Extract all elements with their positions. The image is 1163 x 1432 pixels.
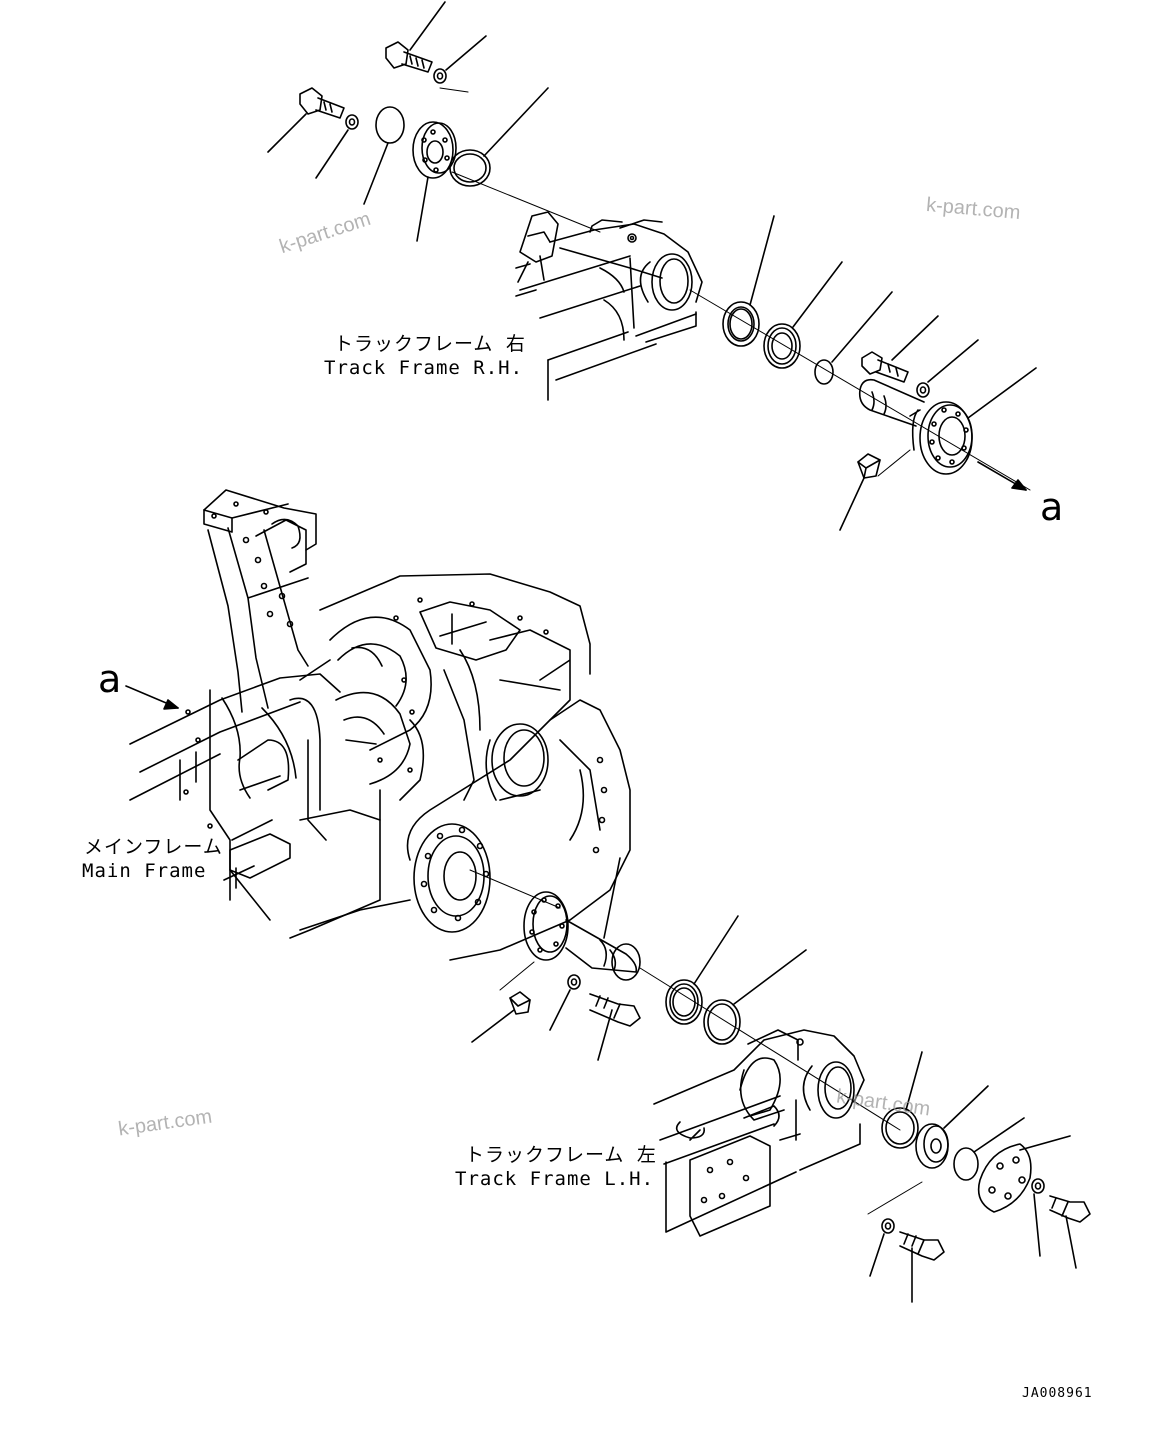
- leader-line: [831, 291, 893, 363]
- leader-line: [445, 35, 487, 71]
- rh-spindle-washer: [916, 382, 930, 398]
- rh-lower-washer: [345, 114, 359, 130]
- lh-cap-bolt: [1049, 1195, 1091, 1223]
- rh-small-oring: [814, 359, 834, 385]
- lh-cap-plate: [977, 1143, 1032, 1213]
- rh-seal-ring-1: [722, 301, 760, 347]
- leader-line: [267, 113, 307, 153]
- leader-line: [363, 142, 389, 205]
- arrow-head: [1011, 479, 1027, 491]
- rh-outer-seal-ring: [449, 149, 491, 187]
- drawing-code: JA008961: [1022, 1386, 1093, 1401]
- rh-lower-bolt: [299, 87, 345, 119]
- leader-line: [733, 949, 807, 1005]
- label-track-frame-rh-jp: トラックフレーム 右: [334, 333, 526, 355]
- leader-line: [693, 915, 739, 985]
- leader-line: [927, 339, 979, 383]
- leader-line: [549, 989, 571, 1031]
- lh-spindle-washer: [567, 974, 581, 990]
- leader-line: [749, 215, 775, 306]
- leader-line: [409, 1, 446, 51]
- rh-spindle-flange: [858, 378, 973, 475]
- lh-cover-plate: [915, 1123, 949, 1169]
- leader-line: [416, 176, 429, 242]
- leader-line: [1065, 1215, 1077, 1269]
- lh-spindle-bolt: [589, 993, 641, 1027]
- lh-cap-washer: [1031, 1178, 1045, 1194]
- leader-line: [967, 367, 1037, 419]
- main-frame-body: [129, 489, 631, 961]
- leader-line: [499, 961, 535, 991]
- reference-mark-a-in: a: [98, 657, 122, 701]
- lh-seal-ring-2: [703, 999, 741, 1045]
- track-frame-rh-body: [515, 211, 703, 401]
- label-track-frame-rh-en: Track Frame R.H.: [324, 357, 524, 379]
- leader-line: [869, 1233, 885, 1277]
- leader-line: [603, 857, 621, 939]
- label-track-frame-lh-jp: トラックフレーム 左: [465, 1144, 657, 1166]
- arrow-head: [163, 699, 179, 710]
- leader-line: [943, 1085, 989, 1129]
- rh-cover-oring: [375, 106, 405, 144]
- leader-line: [1019, 1135, 1071, 1151]
- lh-cover-oring: [953, 1147, 979, 1181]
- center-line: [469, 869, 901, 1131]
- center-line: [867, 1181, 923, 1215]
- track-frame-lh-body: [653, 1029, 865, 1237]
- rh-upper-bolt: [385, 41, 433, 73]
- leader-line: [891, 315, 939, 361]
- rh-dowel-plug: [857, 453, 881, 479]
- leader-line: [839, 477, 865, 531]
- rh-spindle-bolt: [861, 351, 909, 383]
- leader-line: [597, 1009, 613, 1061]
- rh-upper-washer: [433, 68, 447, 84]
- leader-line: [905, 1051, 923, 1111]
- center-line: [439, 87, 469, 93]
- lh-lower-washer: [881, 1218, 895, 1234]
- leader-line: [1033, 1193, 1041, 1257]
- lh-cover-seal-ring: [881, 1107, 919, 1149]
- center-line: [451, 171, 1031, 491]
- leader-line: [315, 129, 349, 179]
- label-track-frame-lh-en: Track Frame L.H.: [455, 1168, 655, 1190]
- leader-line: [877, 449, 911, 477]
- leader-line: [792, 261, 843, 328]
- lh-lower-bolt: [899, 1231, 945, 1261]
- rh-cover-plate: [412, 121, 457, 179]
- label-main-frame-en: Main Frame: [82, 860, 207, 882]
- leader-line: [471, 1009, 515, 1043]
- label-main-frame-jp: メインフレーム: [84, 836, 223, 858]
- reference-mark-a-out: a: [1040, 485, 1064, 529]
- lh-dowel-plug: [509, 991, 531, 1015]
- leader-line: [483, 87, 549, 157]
- lh-spindle-flange: [523, 891, 641, 981]
- lh-seal-ring-1: [665, 979, 703, 1025]
- leader-line: [973, 1117, 1025, 1153]
- rh-seal-ring-2: [763, 323, 801, 369]
